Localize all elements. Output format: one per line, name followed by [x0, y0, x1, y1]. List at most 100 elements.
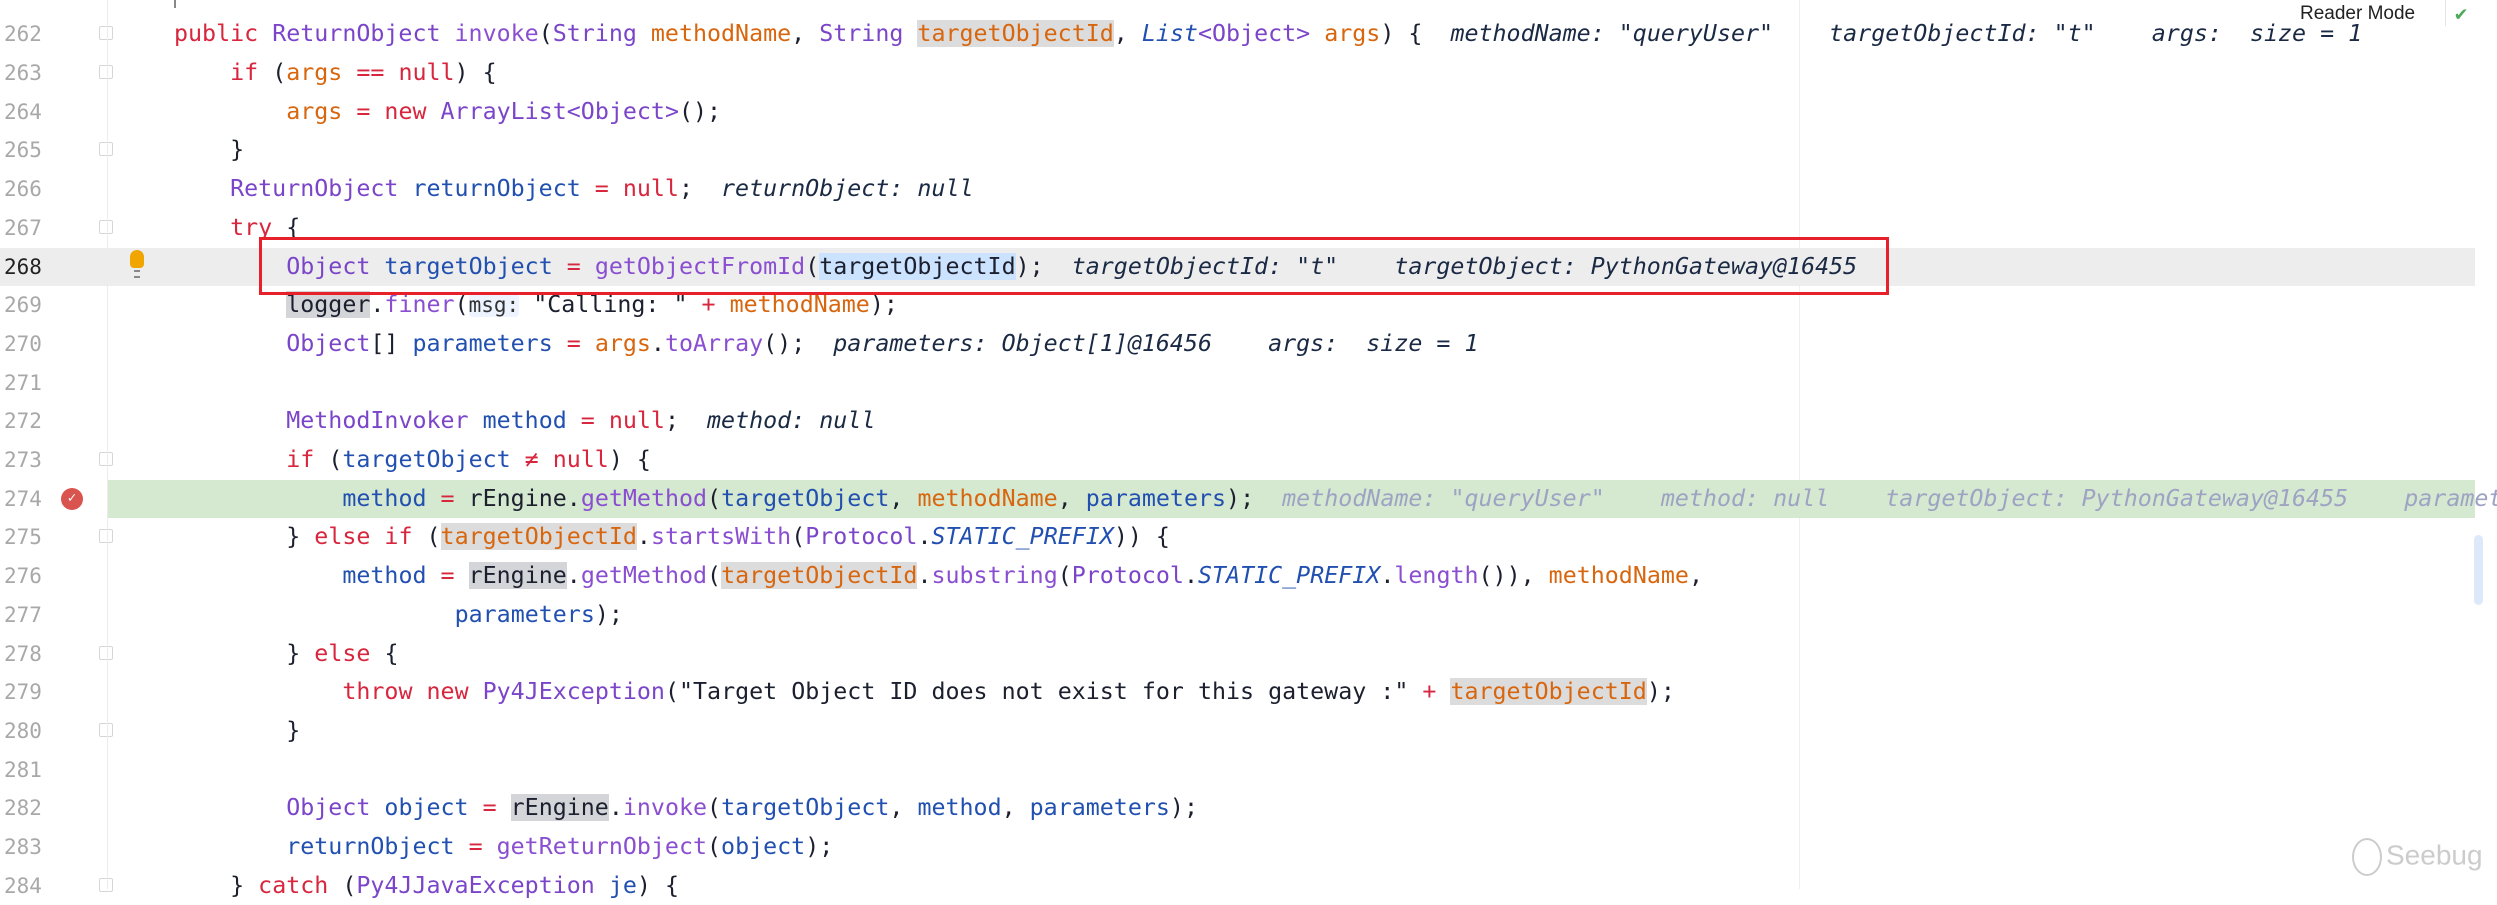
code-token: { [384, 639, 399, 667]
code-token: parameters [412, 329, 553, 357]
code-token: getReturnObject [496, 833, 708, 860]
code-text[interactable]: throw new Py4JException("Target Object I… [342, 673, 1675, 712]
code-token: + [701, 291, 730, 319]
parameter-hint: msg: [468, 293, 520, 318]
code-token: List [1141, 20, 1198, 48]
code-token: STATIC_PREFIX [1198, 562, 1381, 590]
code-text[interactable]: } [230, 131, 244, 170]
code-text[interactable]: logger.finer(msg: "Calling: " + methodNa… [286, 286, 898, 325]
line-number: 264 [4, 99, 42, 124]
code-token: new [384, 97, 441, 125]
code-token: = [552, 329, 595, 357]
code-token: targetObjectId [819, 252, 1016, 280]
code-text[interactable]: parameters); [455, 596, 623, 635]
code-text[interactable]: method = rEngine.getMethod(targetObject,… [342, 480, 2497, 519]
code-text[interactable]: Object object = rEngine.invoke(targetObj… [286, 789, 1198, 828]
fold-marker-icon[interactable] [99, 452, 113, 466]
fold-marker-icon[interactable] [99, 722, 113, 737]
code-line[interactable]: 264 args = new ArrayList<Object>(); [0, 93, 2475, 132]
code-token: method [342, 562, 427, 590]
line-number: 271 [4, 370, 42, 395]
code-token: object [384, 794, 469, 822]
code-line[interactable]: 280} [0, 712, 2475, 751]
code-text[interactable]: ReturnObject returnObject = null; return… [230, 170, 973, 209]
code-token: ( [272, 59, 287, 86]
fold-marker-icon[interactable] [99, 645, 113, 660]
vertical-scrollbar[interactable] [2474, 535, 2483, 605]
inline-debug-value: targetObjectId: "t" [1829, 20, 2152, 48]
gutter-bg [0, 479, 107, 519]
code-token: targetObject [342, 446, 511, 473]
breakpoint-icon[interactable]: ✓ [61, 488, 83, 510]
fold-marker-icon[interactable] [99, 65, 113, 79]
code-text[interactable]: } else { [286, 635, 398, 674]
code-line[interactable]: 269 logger.finer(msg: "Calling: " + metho… [0, 286, 2475, 325]
code-token: String [552, 20, 651, 48]
code-text[interactable]: if (args == null) { [230, 54, 497, 93]
code-token: rEngine [468, 562, 567, 590]
code-line[interactable]: 265} [0, 131, 2475, 170]
code-token: args [594, 329, 651, 357]
code-text[interactable]: MethodInvoker method = null; method: nul… [286, 402, 875, 441]
code-text[interactable]: Object[] parameters = args.toArray(); pa… [286, 325, 1478, 364]
code-token: returnObject [286, 833, 455, 860]
code-token: = [454, 833, 497, 860]
code-token: Object [286, 329, 371, 357]
code-token: targetObjectId [1450, 678, 1647, 706]
code-token: returnObject [412, 175, 581, 203]
code-text[interactable]: public ReturnObject invoke(String method… [174, 15, 2362, 54]
code-text[interactable]: returnObject = getReturnObject(object); [286, 828, 833, 867]
code-line[interactable]: 284} catch (Py4JJavaException je) { [0, 867, 2475, 905]
code-token: = [580, 175, 623, 203]
code-line[interactable]: 281 [0, 751, 2475, 790]
code-token: ( [454, 291, 469, 319]
right-margin-guide [1799, 0, 1800, 889]
code-token: targetObjectId [440, 523, 637, 551]
fold-marker-icon[interactable] [99, 219, 113, 234]
code-text[interactable]: Object targetObject = getObjectFromId(ta… [286, 248, 1857, 287]
code-text[interactable]: method = rEngine.getMethod(targetObjectI… [342, 557, 1703, 596]
code-token: ≠ [510, 446, 553, 473]
inline-debug-value: targetObjectId: "t" [1071, 252, 1395, 280]
intention-bulb-icon[interactable] [130, 250, 144, 278]
code-token: )) { [1113, 523, 1170, 551]
inline-debug-value: methodName: "queryUser" [1450, 20, 1830, 48]
line-number: 269 [4, 293, 42, 318]
code-text[interactable]: args = new ArrayList<Object>(); [286, 93, 721, 132]
fold-marker-icon[interactable] [99, 26, 113, 41]
code-text[interactable]: if (targetObject ≠ null) { [286, 441, 651, 480]
inspection-ok-icon[interactable]: ✔ [2455, 1, 2468, 25]
code-line[interactable]: 274 method = rEngine.getMethod(targetObje… [0, 479, 2497, 519]
fold-marker-icon[interactable] [99, 142, 113, 157]
gutter-separator [107, 0, 108, 889]
fold-marker-icon[interactable] [99, 877, 113, 892]
code-text[interactable]: } [286, 712, 300, 751]
line-number: 268 [4, 254, 42, 279]
code-text[interactable]: } catch (Py4JJavaException je) { [230, 867, 679, 905]
code-token: ) { [454, 59, 497, 86]
code-token: . [370, 291, 385, 319]
code-text[interactable]: } else if (targetObjectId.startsWith(Pro… [286, 518, 1170, 557]
line-number: 274 [4, 486, 42, 511]
code-line[interactable]: 271 [0, 364, 2475, 403]
code-line[interactable]: 275} else if (targetObjectId.startsWith(… [0, 518, 2475, 557]
code-line[interactable]: 278} else { [0, 635, 2475, 674]
reader-mode-button[interactable]: Reader Mode [2300, 3, 2416, 24]
code-text[interactable]: try { [230, 209, 300, 248]
code-line[interactable]: 268 Object targetObject = getObjectFromId… [0, 247, 2475, 287]
fold-marker-icon[interactable] [99, 529, 113, 544]
code-token: startsWith [650, 523, 792, 551]
code-token: getMethod [580, 562, 708, 590]
